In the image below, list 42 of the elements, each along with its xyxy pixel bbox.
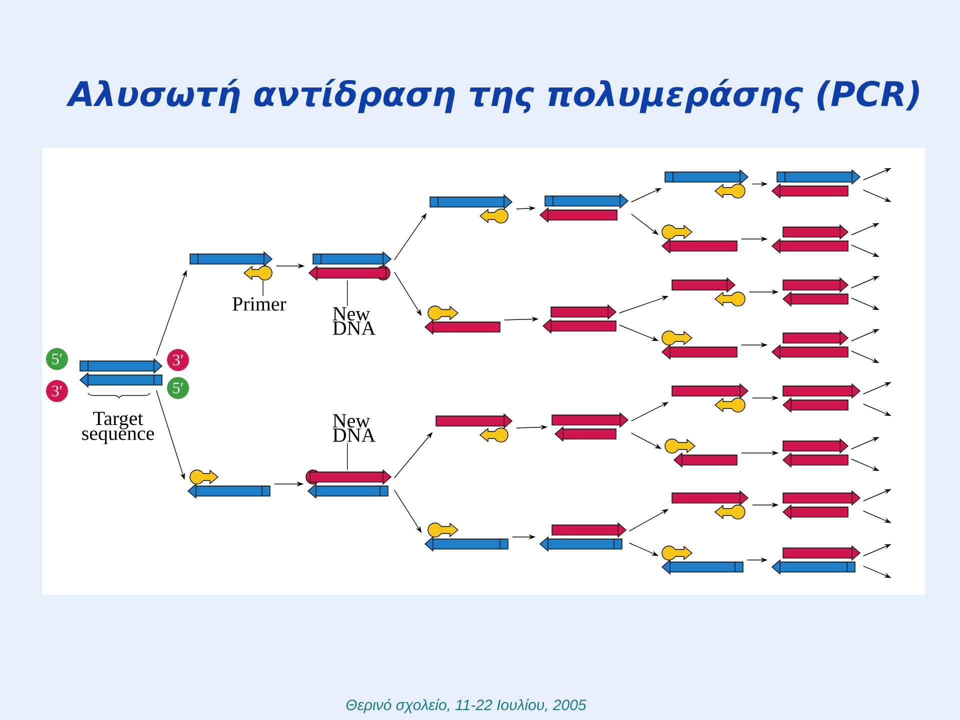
- dna-strand-pair: [539, 193, 629, 223]
- dna-strand-pair: [672, 383, 749, 412]
- dna-strand-pair: [771, 224, 849, 254]
- dna-strand-pair: [542, 304, 617, 334]
- dna-strand-pair: [782, 490, 861, 520]
- dna-strand-pair: [79, 358, 163, 388]
- dna-strand-pair: [664, 169, 749, 198]
- dna-strand-pair: [771, 330, 849, 360]
- dna-strand-pair: [661, 224, 738, 254]
- dna-strand-pair: [782, 383, 861, 413]
- dna-strand-pair: [308, 251, 392, 281]
- footer-text: Θερινό σχολείο, 11-22 Ιουλίου, 2005: [346, 698, 586, 714]
- title: Αλυσωτή αντίδραση της πολυμεράσης (PCR): [66, 78, 919, 114]
- dna-strand-pair: [661, 330, 738, 360]
- label-text: Target sequence: [82, 412, 154, 444]
- callout-text: New DNA: [332, 307, 376, 335]
- strand-end-badge: 3′: [46, 380, 68, 402]
- strand-end-badge: 5′: [46, 348, 68, 370]
- dna-strand-pair: [552, 412, 629, 442]
- leader-line: [347, 442, 348, 470]
- leader-line: [262, 280, 264, 296]
- leader-line: [347, 280, 348, 306]
- callout-text: New DNA: [332, 414, 376, 442]
- dna-strand-pair: [306, 469, 392, 499]
- dna-strand-pair: [539, 522, 627, 552]
- dna-strand-pair: [190, 251, 273, 280]
- dna-strand-pair: [424, 522, 508, 552]
- dna-strand-pair: [672, 277, 746, 306]
- dna-strand-pair: [430, 194, 513, 224]
- dna-strand-pair: [187, 470, 270, 499]
- dna-strand-pair: [782, 438, 849, 468]
- dna-strand-pair: [782, 277, 849, 307]
- dna-strand-pair: [771, 545, 861, 575]
- dna-strand-pair: [436, 413, 513, 442]
- dna-strand-pair: [424, 306, 500, 335]
- callout-text: Primer: [232, 297, 286, 311]
- strand-end-badge: 3′: [167, 349, 189, 371]
- dna-strand-pair: [664, 438, 738, 468]
- dna-strand-pair: [672, 490, 749, 520]
- dna-strand-pair: [661, 546, 744, 575]
- strand-end-badge: 5′: [167, 377, 189, 399]
- dna-strand-pair: [771, 169, 861, 199]
